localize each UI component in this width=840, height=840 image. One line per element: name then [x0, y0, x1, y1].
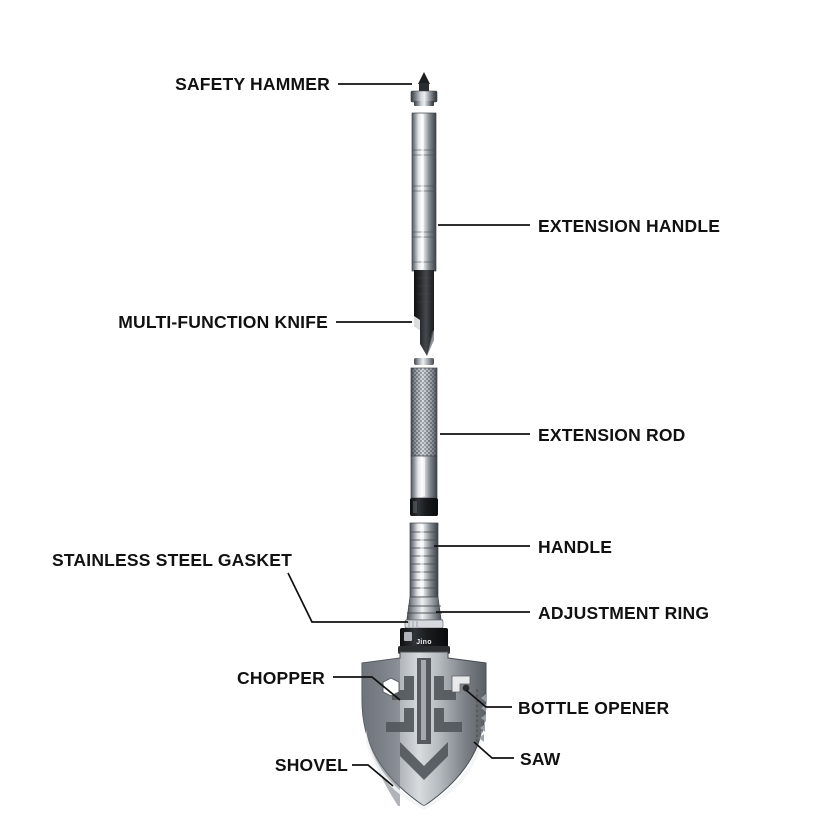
shovel-blade-part [361, 651, 487, 810]
stainless-steel-gasket-part [404, 619, 444, 629]
callout-label-extension-handle: EXTENSION HANDLE [538, 216, 720, 236]
leader-line-bottle-opener [465, 689, 512, 708]
leader-line-stainless-steel-gasket [287, 572, 408, 623]
leader-line-saw [473, 741, 514, 759]
callout-safety-hammer: SAFETY HAMMER [175, 74, 412, 94]
bottle-opener-notch [451, 675, 471, 693]
callout-label-chopper: CHOPPER [237, 668, 325, 688]
callout-label-shovel: SHOVEL [275, 755, 348, 775]
extension-handle-part [411, 112, 437, 272]
callout-label-adjustment-ring: ADJUSTMENT RING [538, 603, 709, 623]
leader-line-shovel [352, 764, 394, 787]
bottle-opener-hole [462, 684, 470, 692]
callout-label-stainless-steel-gasket: STAINLESS STEEL GASKET [52, 550, 292, 570]
safety-hammer-part [410, 72, 438, 106]
callout-extension-handle: EXTENSION HANDLE [438, 216, 720, 236]
callout-handle: HANDLE [434, 537, 612, 557]
callout-label-multi-function-knife: MULTI-FUNCTION KNIFE [118, 312, 328, 332]
callout-bottle-opener: BOTTLE OPENER [465, 689, 670, 718]
callout-adjustment-ring: ADJUSTMENT RING [436, 603, 709, 623]
callout-stainless-steel-gasket: STAINLESS STEEL GASKET [52, 550, 408, 623]
leader-line-chopper [333, 676, 401, 701]
handle-part [409, 522, 439, 598]
callout-label-saw: SAW [520, 749, 561, 769]
multi-function-knife-part [414, 270, 434, 365]
callout-chopper: CHOPPER [237, 668, 401, 701]
extension-rod-part [410, 367, 438, 516]
callout-label-extension-rod: EXTENSION ROD [538, 425, 685, 445]
callout-saw: SAW [473, 741, 561, 769]
hex-hole [382, 677, 400, 697]
callout-multi-function-knife: MULTI-FUNCTION KNIFE [118, 312, 412, 332]
callout-label-safety-hammer: SAFETY HAMMER [175, 74, 330, 94]
callout-label-bottle-opener: BOTTLE OPENER [518, 698, 670, 718]
callout-extension-rod: EXTENSION ROD [440, 425, 685, 445]
callout-shovel: SHOVEL [275, 755, 394, 787]
brand-mark-text: Jino [416, 639, 432, 646]
brand-collar: Jino [398, 628, 450, 654]
callout-label-handle: HANDLE [538, 537, 612, 557]
saw-teeth [479, 694, 486, 742]
